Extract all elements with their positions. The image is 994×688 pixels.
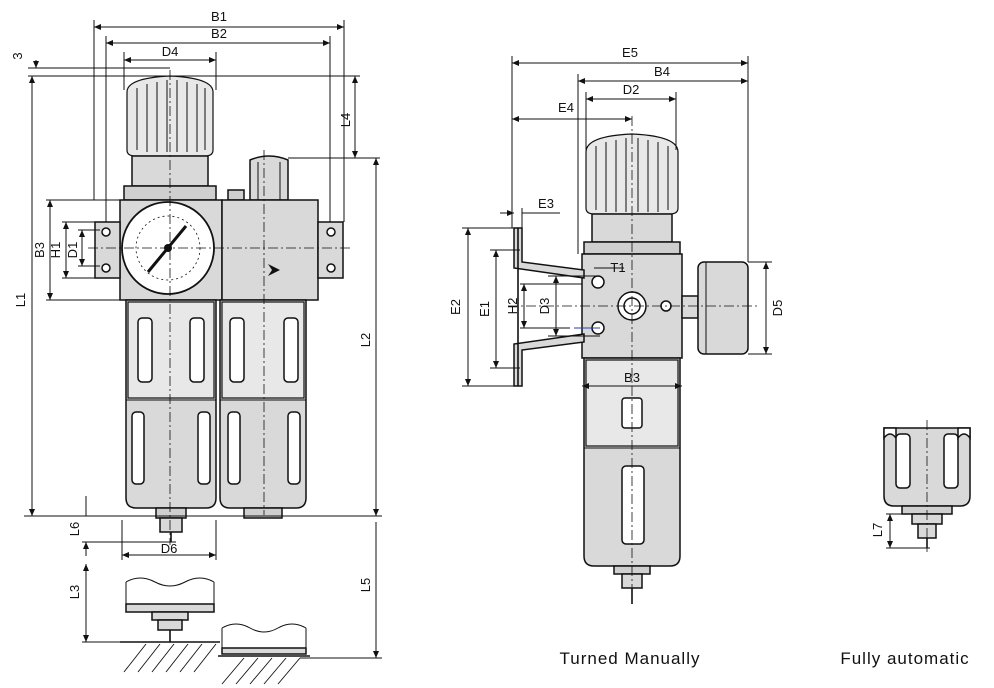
dim-label-l4: L4 [338, 113, 353, 127]
lubricator-body [221, 199, 319, 301]
dim-label-d6: D6 [161, 541, 178, 556]
dim-label-h2: H2 [505, 298, 520, 315]
dim-label-e2: E2 [448, 299, 463, 315]
dim-label-d4: D4 [162, 44, 179, 59]
lubricator-bowl [219, 299, 307, 519]
front-view: B1 B2 D4 3 L4 B3 H1 D1 L1 L2 L6 D6 L3 L5 [10, 9, 382, 685]
dim-label-l2: L2 [358, 333, 373, 347]
front-dimensions [24, 20, 382, 659]
dim-label-d5: D5 [770, 300, 785, 317]
side-gauge [681, 261, 749, 355]
auto-drain-detail: L7 [870, 420, 971, 552]
dim-label-l7: L7 [870, 523, 885, 537]
drain-detail [120, 577, 310, 685]
dim-label-b4: B4 [654, 64, 670, 79]
flow-arrow-icon [268, 264, 280, 276]
dim-label-h1: H1 [48, 242, 63, 259]
dim-label-b2: B2 [211, 26, 227, 41]
dim-label-d1: D1 [65, 242, 80, 259]
dim-label-b3-side: B3 [624, 370, 640, 385]
lubricator-top [227, 155, 289, 201]
dim-label-d2: D2 [623, 82, 640, 97]
side-view: E5 B4 D2 E4 E3 T1 E2 E1 H2 D3 B3 D5 [448, 45, 785, 604]
dim-label-d3: D3 [537, 298, 552, 315]
side-dimensions [462, 56, 772, 389]
dim-label-e3: E3 [538, 196, 554, 211]
dim-label-t1: T1 [610, 260, 625, 275]
side-labels: E5 B4 D2 E4 E3 T1 E2 E1 H2 D3 B3 D5 [448, 45, 785, 385]
dim-label-l5: L5 [358, 578, 373, 592]
dim-label-3: 3 [10, 52, 25, 59]
dim-label-l3: L3 [67, 585, 82, 599]
caption-fully-automatic: Fully automatic [840, 649, 969, 668]
dim-label-l6: L6 [67, 522, 82, 536]
front-labels: B1 B2 D4 3 L4 B3 H1 D1 L1 L2 L6 D6 L3 L5 [10, 9, 373, 599]
dim-label-l1: L1 [13, 293, 28, 307]
dim-label-e1: E1 [477, 301, 492, 317]
dim-label-e4: E4 [558, 100, 574, 115]
dim-label-b1: B1 [211, 9, 227, 24]
caption-turned-manually: Turned Manually [560, 649, 701, 668]
dim-label-b3: B3 [32, 242, 47, 258]
regulator-bowl [125, 299, 217, 542]
dim-label-e5: E5 [622, 45, 638, 60]
